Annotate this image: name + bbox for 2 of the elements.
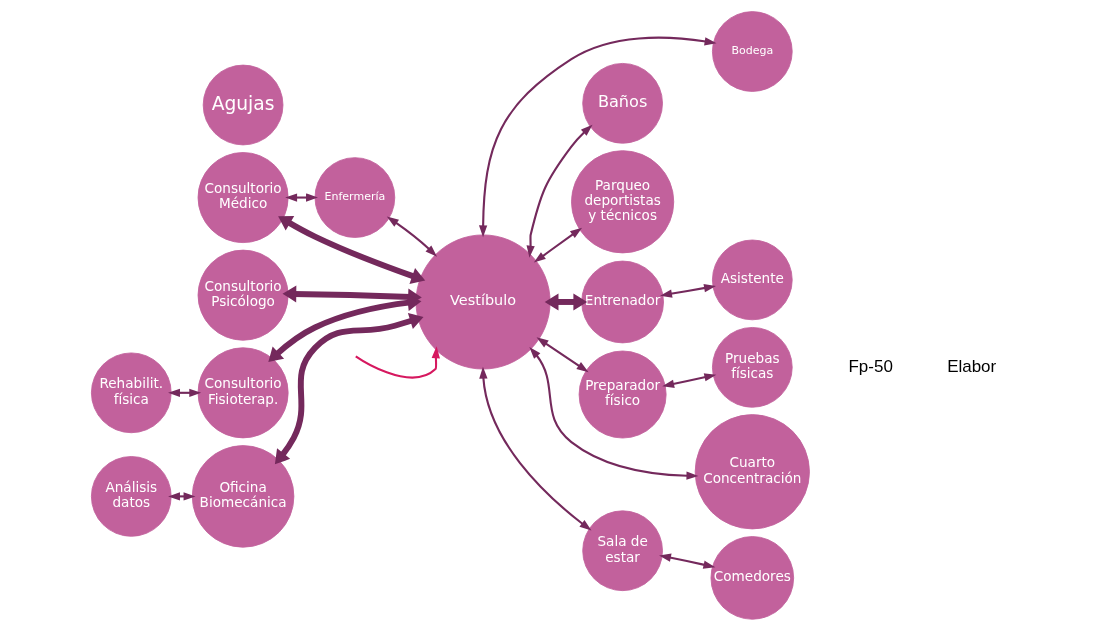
label: Fp-50	[848, 356, 893, 376]
label: Elabor	[947, 356, 997, 376]
